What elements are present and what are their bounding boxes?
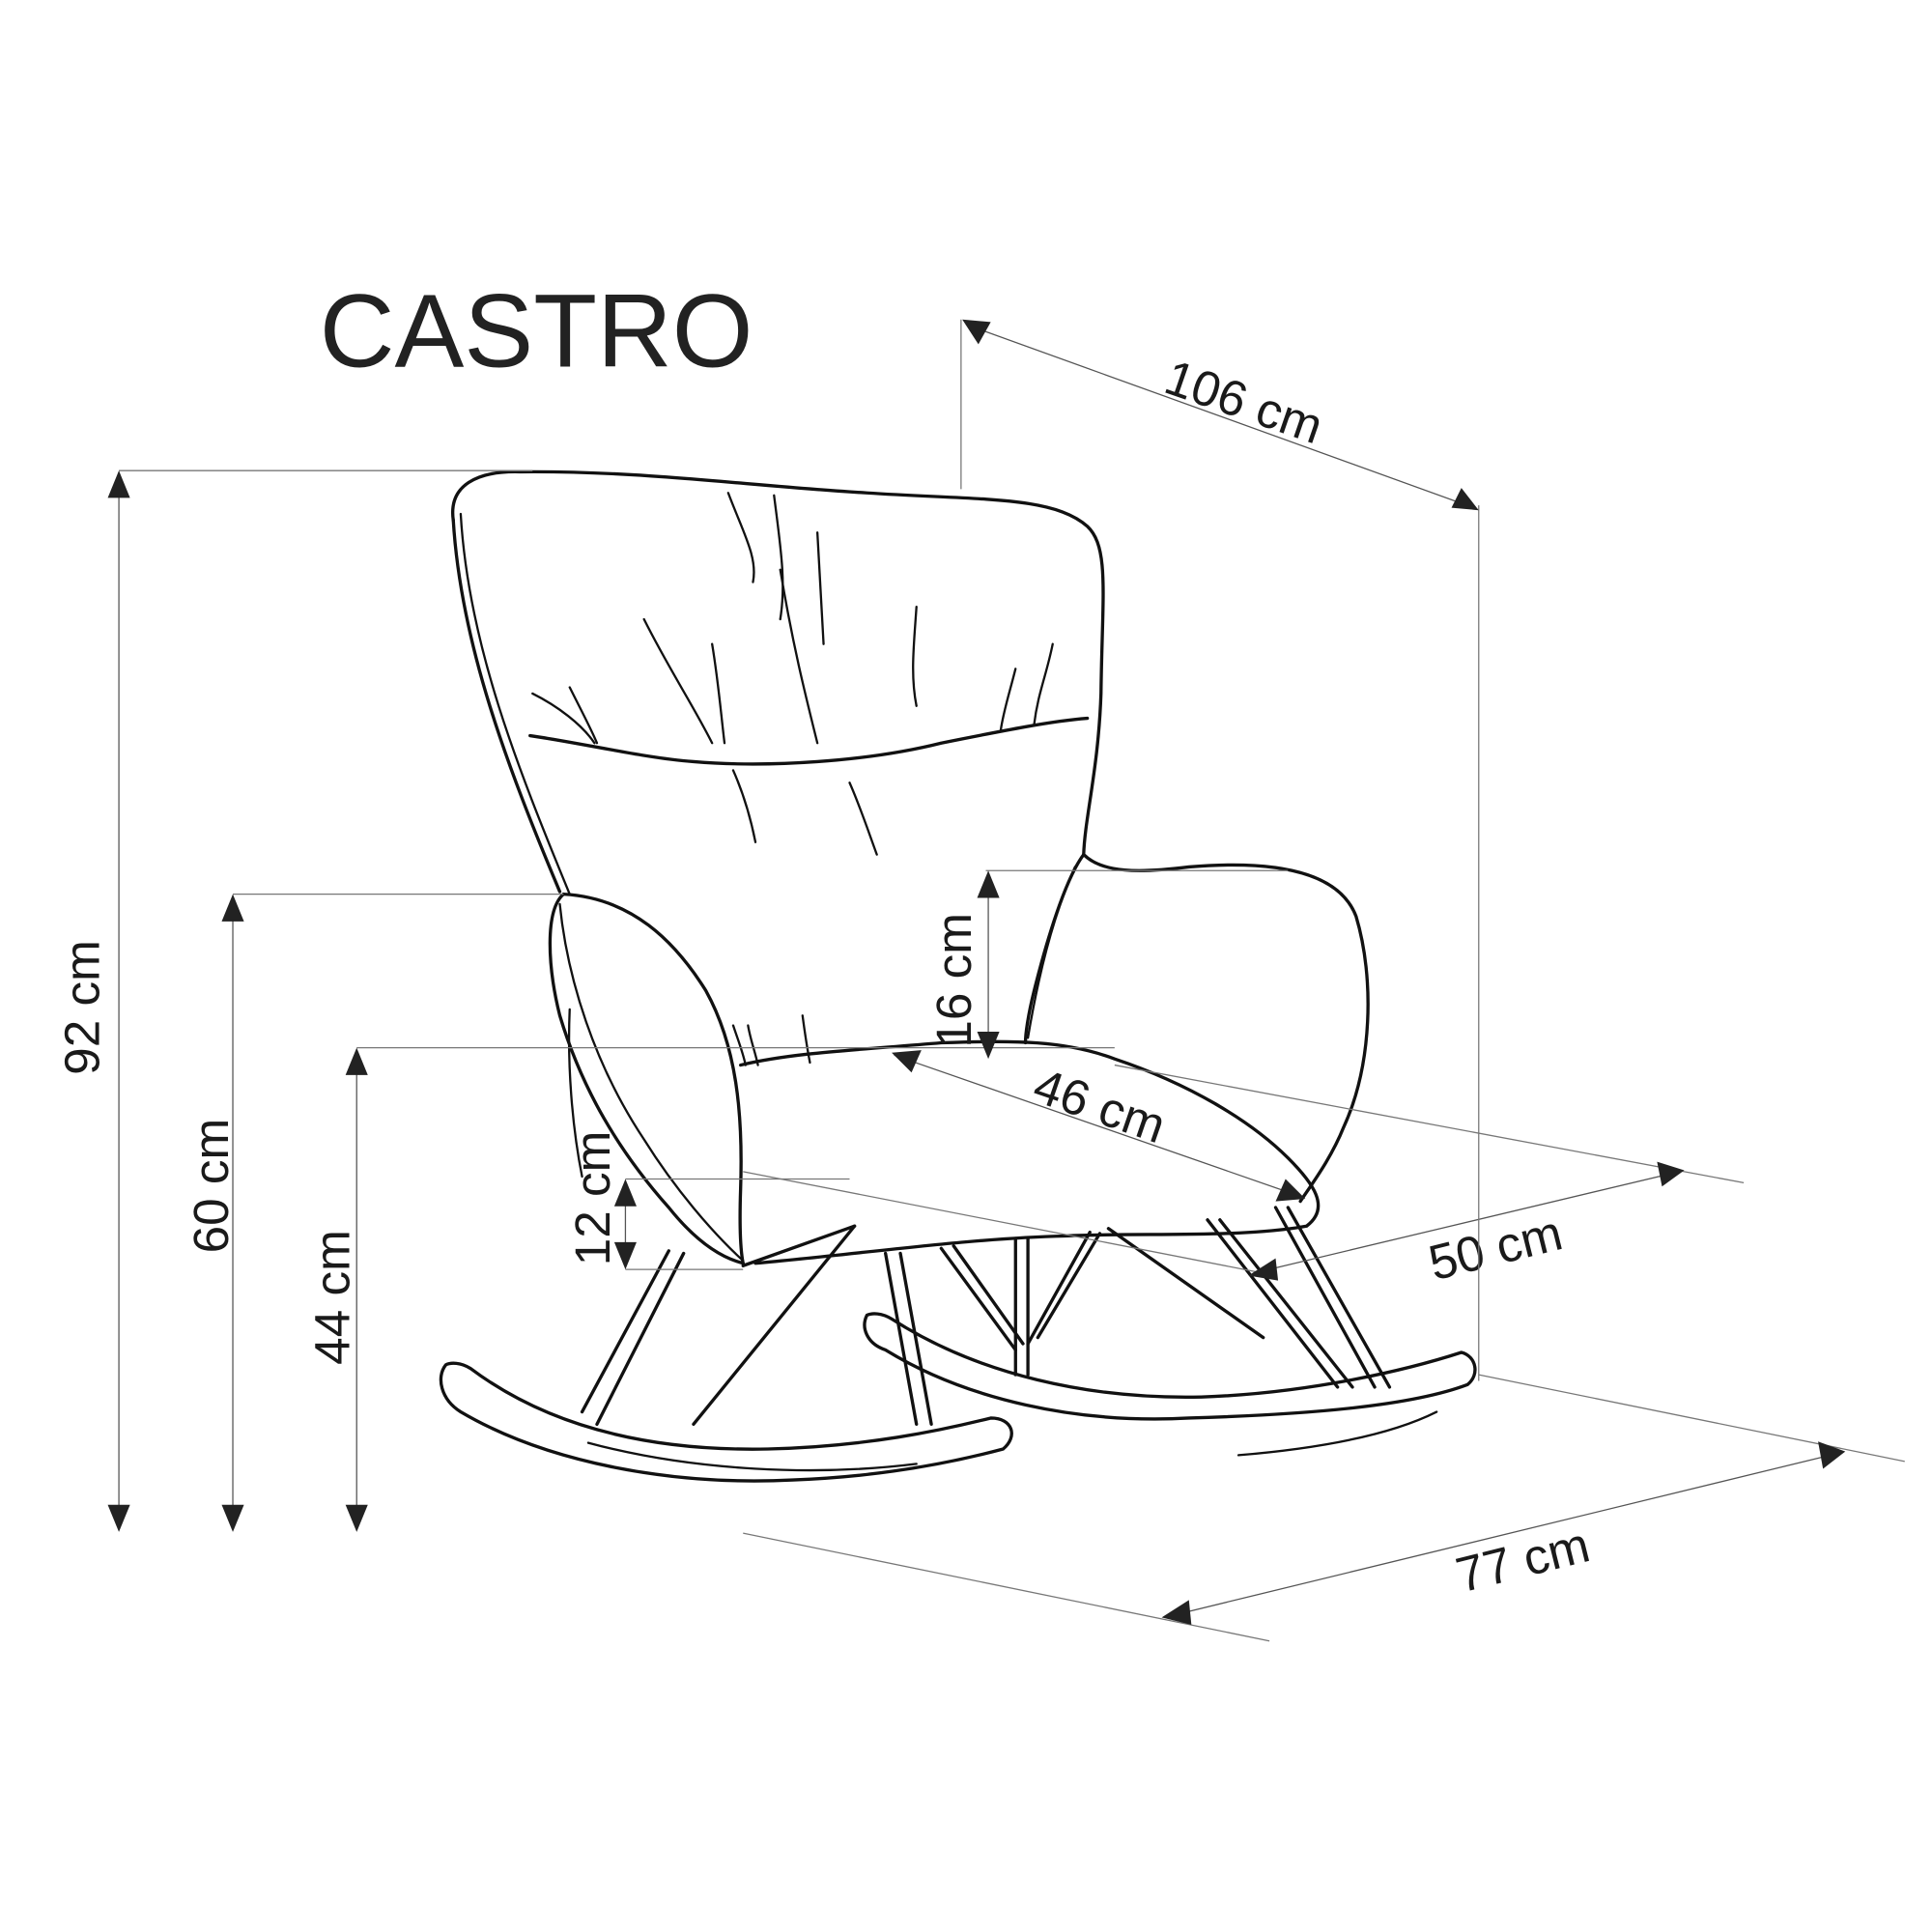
label-106cm: 106 cm <box>1158 350 1330 455</box>
dimension-seat-height: 44 cm <box>305 1046 1115 1532</box>
label-12cm: 12 cm <box>565 1131 620 1266</box>
label-16cm: 16 cm <box>926 913 981 1048</box>
dimension-total-width: 77 cm <box>743 1374 1905 1642</box>
label-60cm: 60 cm <box>184 1119 239 1254</box>
product-title: CASTRO <box>320 272 753 388</box>
dimension-seat-width: 50 cm <box>743 1064 1745 1291</box>
dimension-seat-depth: 46 cm <box>892 1050 1306 1202</box>
chair-drawing <box>439 469 1477 1483</box>
label-44cm: 44 cm <box>305 1230 360 1365</box>
dimension-seat-thickness: 12 cm <box>565 1131 850 1270</box>
dimension-armrest-height: 60 cm <box>184 894 564 1532</box>
dimension-armrest-above-seat: 16 cm <box>926 869 1289 1060</box>
dimension-total-height: 92 cm <box>55 469 533 1532</box>
label-50cm: 50 cm <box>1423 1205 1567 1291</box>
label-92cm: 92 cm <box>55 940 110 1075</box>
